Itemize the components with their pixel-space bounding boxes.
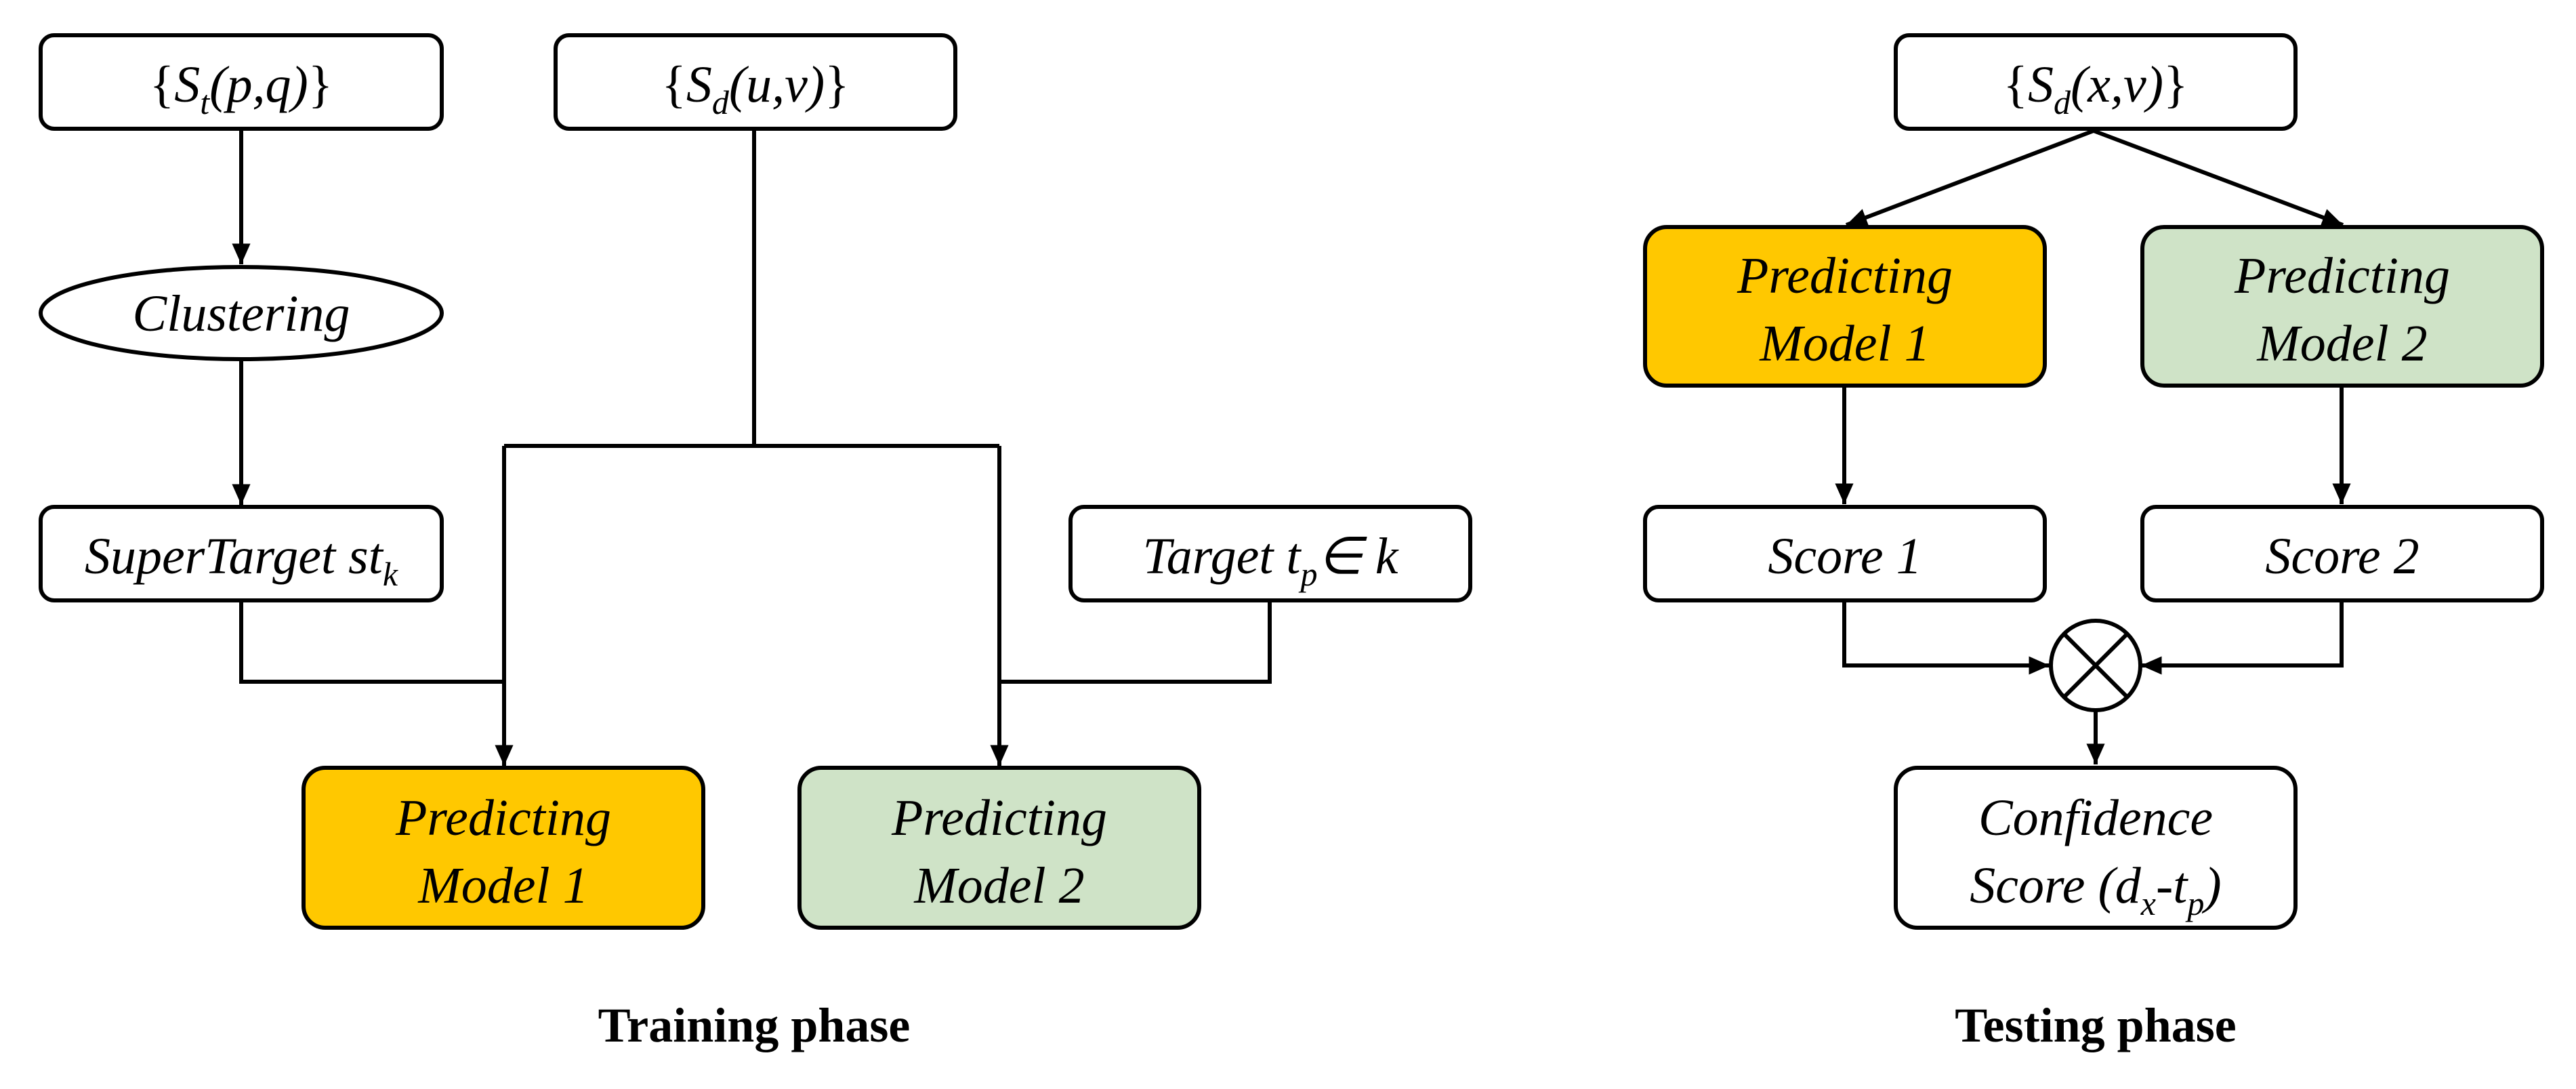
training-model2-box: Predicting Model 2 [797, 766, 1201, 930]
sd-input-label: {Sd(u,v)} [661, 56, 849, 121]
training-model2-line2: Model 2 [913, 857, 1084, 914]
test-sd-input-box: {Sd(x,v)} [1894, 33, 2298, 131]
testing-model2-line2: Model 2 [2256, 315, 2427, 372]
testing-model1-box: Predicting Model 1 [1643, 225, 2047, 388]
confidence-line1: Confidence [1978, 789, 2213, 846]
connector-target-to-model2 [999, 602, 1272, 684]
confidence-score-box: Confidence Score (dx-tp) [1894, 766, 2298, 930]
training-phase: {St(p,q)} {Sd(u,v)} Clustering SuperTarg… [39, 33, 1472, 1052]
sd-input-box: {Sd(u,v)} [554, 33, 957, 131]
st-input-box: {St(p,q)} [39, 33, 444, 131]
test-sd-input-label: {Sd(x,v)} [2003, 56, 2188, 121]
testing-model1-line2: Model 1 [1759, 315, 1930, 372]
clustering-label: Clustering [133, 285, 350, 342]
training-model1-box: Predicting Model 1 [302, 766, 705, 930]
connector-supertarget-to-model1 [239, 602, 504, 684]
training-model1-line1: Predicting [395, 789, 611, 846]
arrow-sd-to-test-model1 [1845, 129, 2095, 227]
st-input-label: {St(p,q)} [150, 56, 333, 121]
score2-label: Score 2 [2265, 528, 2419, 585]
target-label: Target tp∈ k [1143, 528, 1399, 593]
score2-box: Score 2 [2140, 505, 2544, 602]
confidence-line2: Score (dx-tp) [1970, 857, 2221, 922]
arrow-score2-to-combine [2141, 602, 2344, 675]
training-model2-line1: Predicting [891, 789, 1107, 846]
score1-label: Score 1 [1768, 528, 1921, 585]
testing-model1-line1: Predicting [1737, 247, 1953, 304]
clustering-node: Clustering [39, 265, 444, 361]
training-phase-caption: Training phase [598, 998, 911, 1052]
arrow-sd-to-test-model2 [2092, 129, 2344, 227]
testing-model2-line1: Predicting [2234, 247, 2450, 304]
testing-phase-caption: Testing phase [1955, 998, 2236, 1052]
testing-phase: {Sd(x,v)} Predicting Model 1 Predicting … [1643, 33, 2544, 1052]
testing-model2-box: Predicting Model 2 [2140, 225, 2544, 388]
score1-box: Score 1 [1643, 505, 2047, 602]
training-model1-line2: Model 1 [417, 857, 588, 914]
supertarget-label: SuperTarget stk [85, 528, 398, 593]
supertarget-box: SuperTarget stk [39, 505, 444, 602]
arrow-score1-to-combine [1842, 602, 2050, 675]
target-box: Target tp∈ k [1068, 505, 1472, 602]
circled-times-icon [2049, 619, 2142, 712]
